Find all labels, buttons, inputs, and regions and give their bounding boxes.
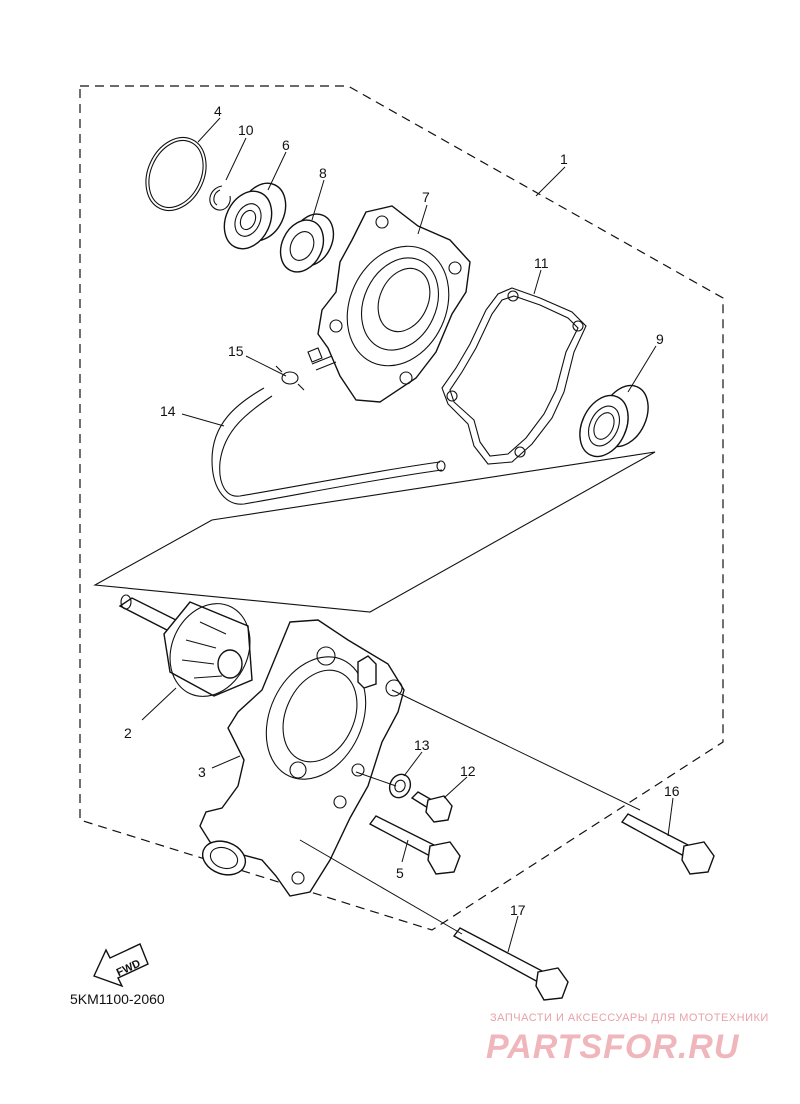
longest-bolt-part xyxy=(452,927,569,1001)
callout-17: 17 xyxy=(510,902,526,918)
oil-seal-part xyxy=(279,213,335,273)
mechanical-seal-part xyxy=(579,384,649,458)
hose-part xyxy=(211,387,446,505)
callout-8: 8 xyxy=(319,165,327,181)
pump-housing-part xyxy=(199,619,405,897)
hose-clamp-part xyxy=(275,347,323,391)
callout-10: 10 xyxy=(238,122,254,138)
alignment-line xyxy=(355,771,397,787)
bearing-part xyxy=(223,182,287,250)
alignment-line xyxy=(299,839,463,935)
callout-2: 2 xyxy=(124,725,132,741)
callout-11: 11 xyxy=(534,255,549,271)
subassembly-plane xyxy=(93,451,656,613)
alignment-line xyxy=(391,689,641,811)
watermark: ЗАПЧАСТИ И АКСЕССУАРЫ ДЛЯ МОТОТЕХНИКИ PA… xyxy=(486,1012,769,1066)
o-ring-part xyxy=(145,137,207,211)
impeller-shaft-part xyxy=(118,594,253,697)
gasket-part xyxy=(441,287,587,465)
assembly-boundary xyxy=(79,85,724,931)
washer-part xyxy=(388,773,412,799)
watermark-brand: PARTSFOR.RU xyxy=(486,1028,740,1066)
callout-5: 5 xyxy=(396,865,404,881)
callout-13: 13 xyxy=(414,737,430,753)
medium-bolt-part xyxy=(368,815,461,875)
callout-12: 12 xyxy=(460,763,476,779)
callout-6: 6 xyxy=(282,137,290,153)
callout-15: 15 xyxy=(228,343,244,359)
callout-3: 3 xyxy=(198,764,206,780)
short-bolt-part xyxy=(410,791,453,823)
callout-7: 7 xyxy=(422,189,430,205)
callout-14: 14 xyxy=(160,403,176,419)
callout-4: 4 xyxy=(214,103,222,119)
housing-cover-part xyxy=(311,205,471,403)
forward-arrow-icon: FWD xyxy=(93,943,149,988)
svg-text:ЗАПЧАСТИ И АКСЕССУАРЫ ДЛЯ МОТО: ЗАПЧАСТИ И АКСЕССУАРЫ ДЛЯ МОТОТЕХНИКИ xyxy=(490,1012,769,1024)
circlip-part xyxy=(209,185,231,211)
callout-16: 16 xyxy=(664,783,680,799)
long-bolt-part xyxy=(620,813,715,875)
leader-lines xyxy=(141,117,674,953)
callout-1: 1 xyxy=(560,151,568,167)
diagram-code: 5KM1100-2060 xyxy=(70,991,165,1007)
callout-9: 9 xyxy=(656,331,664,347)
